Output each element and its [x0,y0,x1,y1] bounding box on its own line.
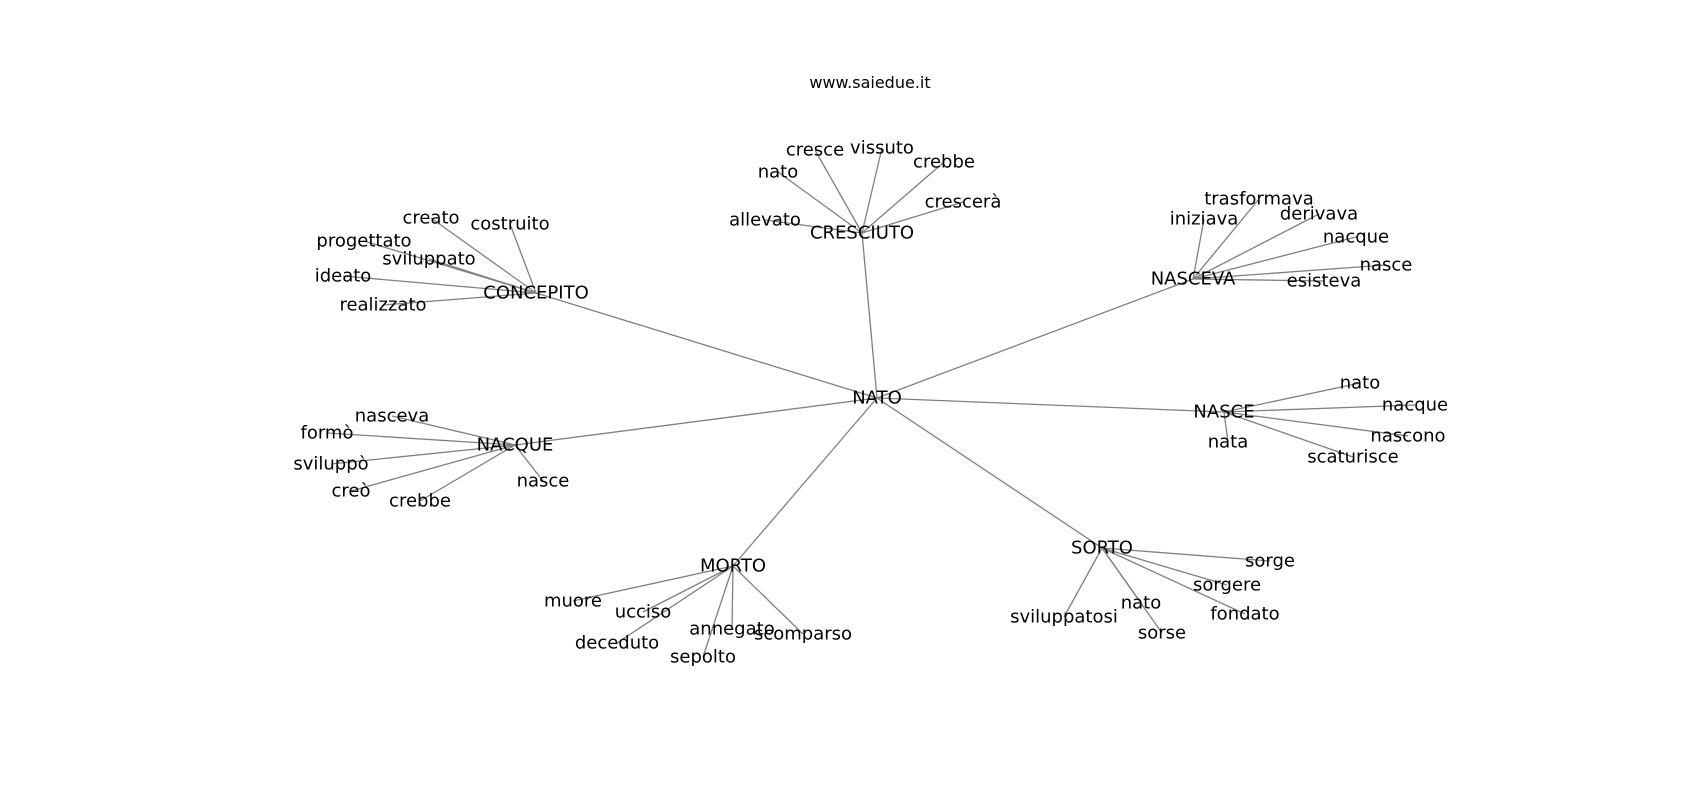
edge-sorto-leaf-4 [1063,547,1103,618]
leaf-cresciuto-4: crescerà [925,192,1002,213]
leaf-concepito-5: realizzato [339,295,426,316]
leaf-nasceva-1: iniziava [1170,209,1239,230]
edge-cresciuto-leaf-3 [861,161,945,234]
edge-nato-concepito [535,292,878,399]
edge-nasceva-leaf-3 [1192,236,1357,280]
leaf-cresciuto-5: allevato [729,210,801,231]
edge-nasceva-leaf-4 [1192,264,1387,280]
node-cresciuto: CRESCIUTO [810,223,914,244]
edge-morto-leaf-0 [572,565,734,602]
node-concepito: CONCEPITO [483,283,588,304]
node-center-nato: NATO [852,388,902,409]
leaf-nasceva-3: nacque [1323,227,1389,248]
leaf-cresciuto-1: cresce [786,140,844,161]
leaf-concepito-1: costruito [470,214,549,235]
edge-sorto-leaf-1 [1101,547,1228,586]
edge-nato-nacque [514,397,878,446]
edge-nasce-leaf-4 [1223,411,1354,458]
edge-nacque-leaf-1 [326,432,516,446]
leaf-morto-0: muore [544,591,602,612]
edge-morto-leaf-1 [642,565,734,613]
edge-cresciuto-leaf-1 [814,149,863,234]
edge-cresciuto-leaf-0 [777,171,863,234]
edge-concepito-leaf-4 [342,275,537,294]
edge-nasceva-leaf-0 [1192,198,1260,280]
edge-nasceva-leaf-1 [1192,218,1205,280]
leaf-sorto-5: sorse [1138,623,1186,644]
edge-sorto-leaf-2 [1101,547,1246,615]
leaf-morto-2: deceduto [575,633,659,654]
leaf-nacque-4: crebbe [389,491,451,512]
leaf-sorto-0: sorge [1245,551,1295,572]
node-nasceva: NASCEVA [1151,269,1236,290]
edge-morto-leaf-2 [616,565,734,644]
edge-morto-leaf-3 [731,565,734,630]
site-title: www.saiedue.it [809,73,930,92]
leaf-sorto-4: sviluppatosi [1010,607,1118,628]
leaf-nasce-2: nascono [1370,426,1445,447]
leaf-cresciuto-0: nato [758,162,799,183]
leaf-concepito-2: progettato [316,231,411,252]
leaf-nasce-0: nato [1340,373,1381,394]
edge-nacque-leaf-5 [514,444,544,482]
leaf-nacque-2: sviluppò [293,454,368,475]
leaf-morto-3: annegato [689,619,774,640]
edge-morto-leaf-4 [702,565,734,658]
leaf-sorto-1: sorgere [1193,575,1261,596]
edge-nato-nasceva [876,278,1194,399]
leaf-morto-4: sepolto [670,647,736,668]
leaf-concepito-0: creato [402,208,459,229]
edge-nato-cresciuto [861,232,878,399]
edge-sorto-leaf-5 [1101,547,1163,634]
edge-nato-sorto [876,397,1103,549]
edge-morto-leaf-5 [732,565,804,635]
leaf-morto-5: scomparso [754,624,852,645]
leaf-cresciuto-2: vissuto [850,138,914,159]
node-morto: MORTO [700,556,766,577]
edge-nasce-leaf-2 [1223,411,1409,437]
leaf-sorto-2: fondato [1210,604,1279,625]
leaf-nasceva-5: esisteva [1287,271,1362,292]
leaf-concepito-3: sviluppato [382,249,475,270]
edge-sorto-leaf-0 [1101,547,1271,562]
leaf-nacque-5: nasce [517,471,570,492]
edge-nacque-leaf-2 [330,444,516,465]
edge-cresciuto-leaf-5 [764,219,863,234]
edge-nato-morto [732,397,878,567]
edge-nato-nasce [876,397,1225,413]
edge-concepito-leaf-1 [509,223,537,294]
edge-nacque-leaf-0 [391,415,516,446]
leaf-nasce-1: nacque [1382,395,1448,416]
edge-nasceva-leaf-2 [1192,213,1320,280]
node-nasce: NASCE [1193,402,1254,423]
edge-concepito-leaf-3 [428,258,537,294]
leaf-nasceva-2: derivava [1280,204,1358,225]
edge-layer [326,147,1416,658]
leaf-morto-1: ucciso [615,602,672,623]
leaf-cresciuto-3: crebbe [913,152,975,173]
leaf-nasce-4: scaturisce [1307,447,1399,468]
leaf-nasceva-4: nasce [1360,255,1413,276]
edge-concepito-leaf-0 [430,217,537,294]
edge-nacque-leaf-4 [419,444,516,502]
leaf-nacque-1: formò [301,423,354,444]
edge-nasce-leaf-0 [1223,382,1361,413]
leaf-nacque-0: nasceva [355,406,429,427]
leaf-nacque-3: creò [332,481,371,502]
leaf-concepito-4: ideato [315,266,372,287]
leaf-nasce-3: nata [1208,432,1249,453]
edge-concepito-leaf-5 [382,292,537,306]
edge-nasceva-leaf-5 [1192,278,1325,282]
edge-cresciuto-leaf-4 [861,201,964,234]
node-nacque: NACQUE [477,435,554,456]
leaf-nasceva-0: trasformava [1204,189,1314,210]
leaf-sorto-3: nato [1121,593,1162,614]
edge-nasce-leaf-3 [1223,411,1229,443]
edge-nasce-leaf-1 [1223,404,1416,413]
edge-nacque-leaf-3 [350,444,516,492]
node-sorto: SORTO [1071,538,1133,559]
edge-cresciuto-leaf-2 [861,147,883,234]
